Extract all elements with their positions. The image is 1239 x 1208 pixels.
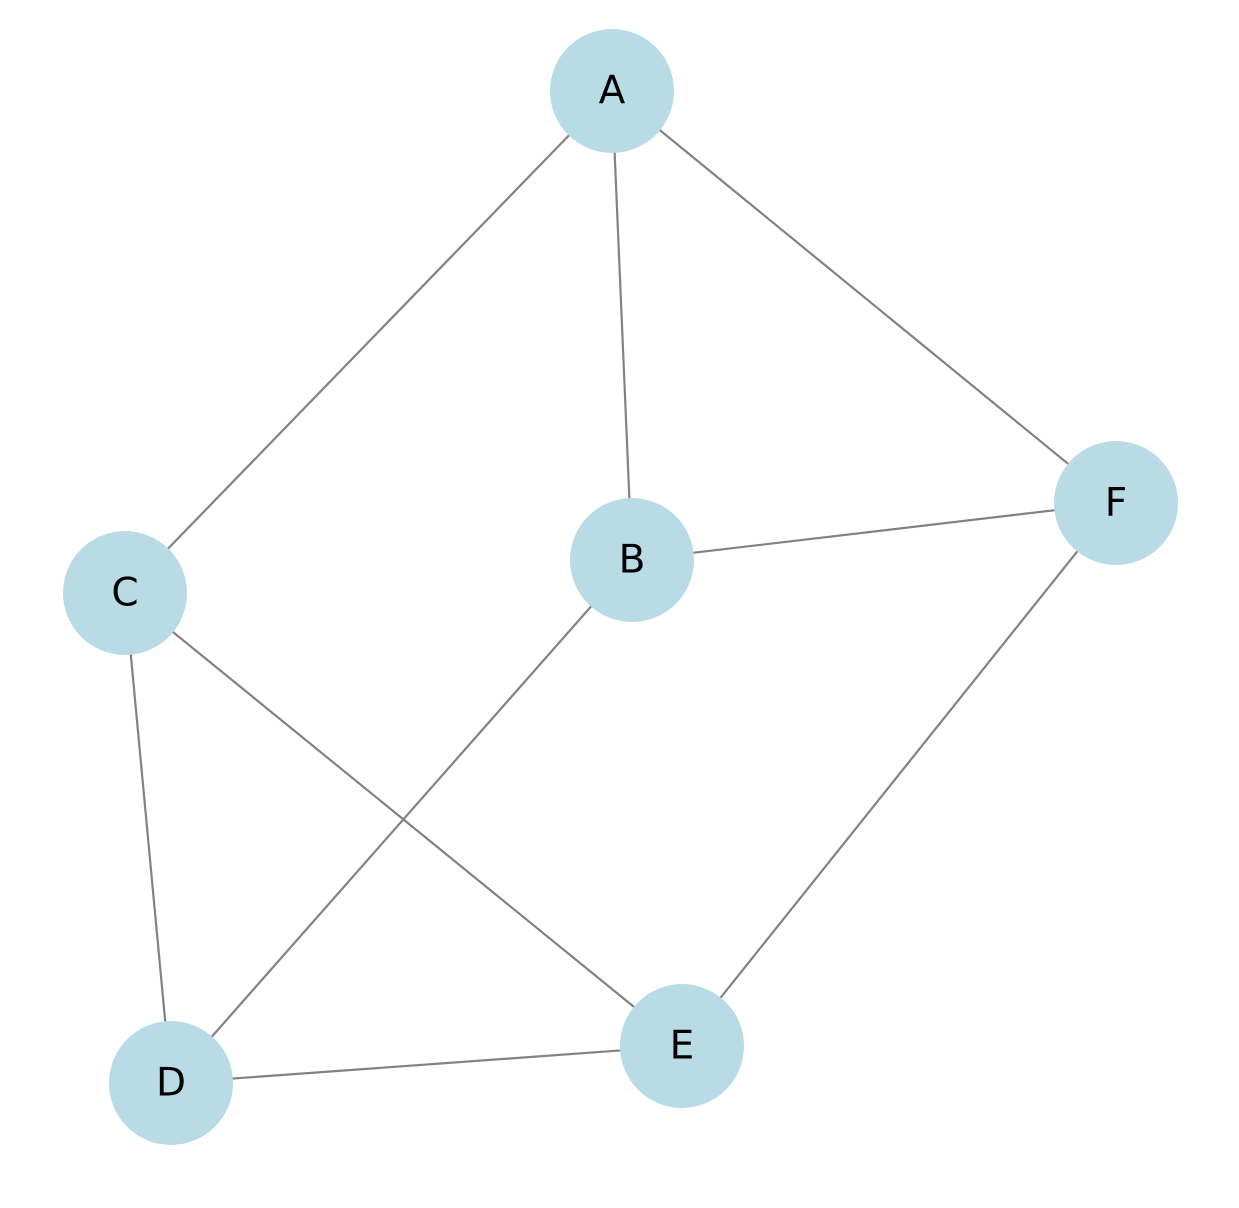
node-circle-A (550, 29, 674, 153)
edge-E-F (681, 502, 1117, 1047)
node-circle-C (63, 531, 187, 655)
node-circle-D (109, 1021, 233, 1145)
nodes-layer: A B C D E F (63, 29, 1178, 1145)
node-E: E (620, 984, 744, 1108)
node-label-A: A (599, 69, 626, 114)
edge-D-E (170, 1044, 683, 1085)
edge-A-F (611, 90, 1117, 504)
node-label-F: F (1105, 481, 1127, 526)
node-label-C: C (111, 571, 138, 616)
node-D: D (109, 1021, 233, 1145)
node-label-E: E (670, 1024, 695, 1069)
edge-C-D (123, 592, 173, 1084)
node-label-D: D (156, 1061, 186, 1106)
edge-A-C (124, 90, 613, 594)
node-circle-B (570, 498, 694, 622)
edges-layer (123, 90, 1117, 1085)
node-F: F (1054, 441, 1178, 565)
node-A: A (550, 29, 674, 153)
edge-C-E (124, 592, 683, 1047)
node-C: C (63, 531, 187, 655)
node-label-B: B (619, 538, 646, 583)
edge-A-B (610, 90, 634, 561)
node-B: B (570, 498, 694, 622)
node-circle-F (1054, 441, 1178, 565)
node-circle-E (620, 984, 744, 1108)
edge-B-F (631, 501, 1117, 562)
edge-B-D (170, 559, 633, 1084)
